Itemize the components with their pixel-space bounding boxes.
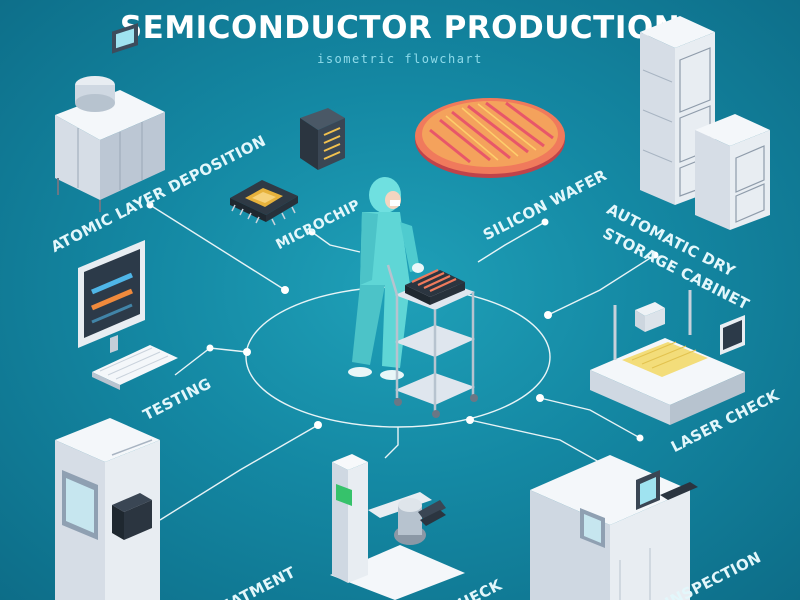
deposition-machine-icon	[55, 23, 165, 212]
node-wafer	[541, 218, 549, 226]
connector-storage	[547, 254, 656, 316]
microscope-icon	[330, 454, 465, 600]
connector-wafer	[477, 221, 546, 263]
node-testing	[206, 344, 214, 352]
connector-testing	[174, 347, 248, 376]
node-deposition	[146, 201, 154, 209]
silicon-wafer-icon	[415, 98, 565, 178]
node-laser	[636, 434, 644, 442]
cleanroom-worker-icon	[348, 177, 478, 418]
connector-laser	[539, 397, 641, 439]
node-storage-ring	[544, 311, 552, 319]
connector-deposition	[149, 204, 286, 291]
storage-cabinet-icon	[640, 16, 770, 230]
node-storage	[651, 251, 659, 259]
page-subtitle: isometric flowchart	[317, 52, 483, 66]
node-treatment-ring	[314, 421, 322, 429]
connector-treatment	[159, 424, 319, 521]
connector-check	[384, 427, 399, 459]
connector-microchip	[311, 231, 361, 253]
node-testing-ring	[243, 348, 251, 356]
page-title: SEMICONDUCTOR PRODUCTION	[119, 10, 681, 46]
inspection-machine-icon	[530, 455, 698, 600]
laser-check-machine-icon	[590, 290, 745, 425]
microchip-icon	[230, 108, 345, 226]
connector-nodes	[146, 201, 659, 489]
node-laser-ring	[536, 394, 544, 402]
node-inspection-ring	[466, 416, 474, 424]
node-deposition-ring	[281, 286, 289, 294]
treatment-machine-icon	[55, 418, 160, 600]
node-microchip	[308, 228, 316, 236]
testing-monitor-icon	[78, 240, 178, 390]
